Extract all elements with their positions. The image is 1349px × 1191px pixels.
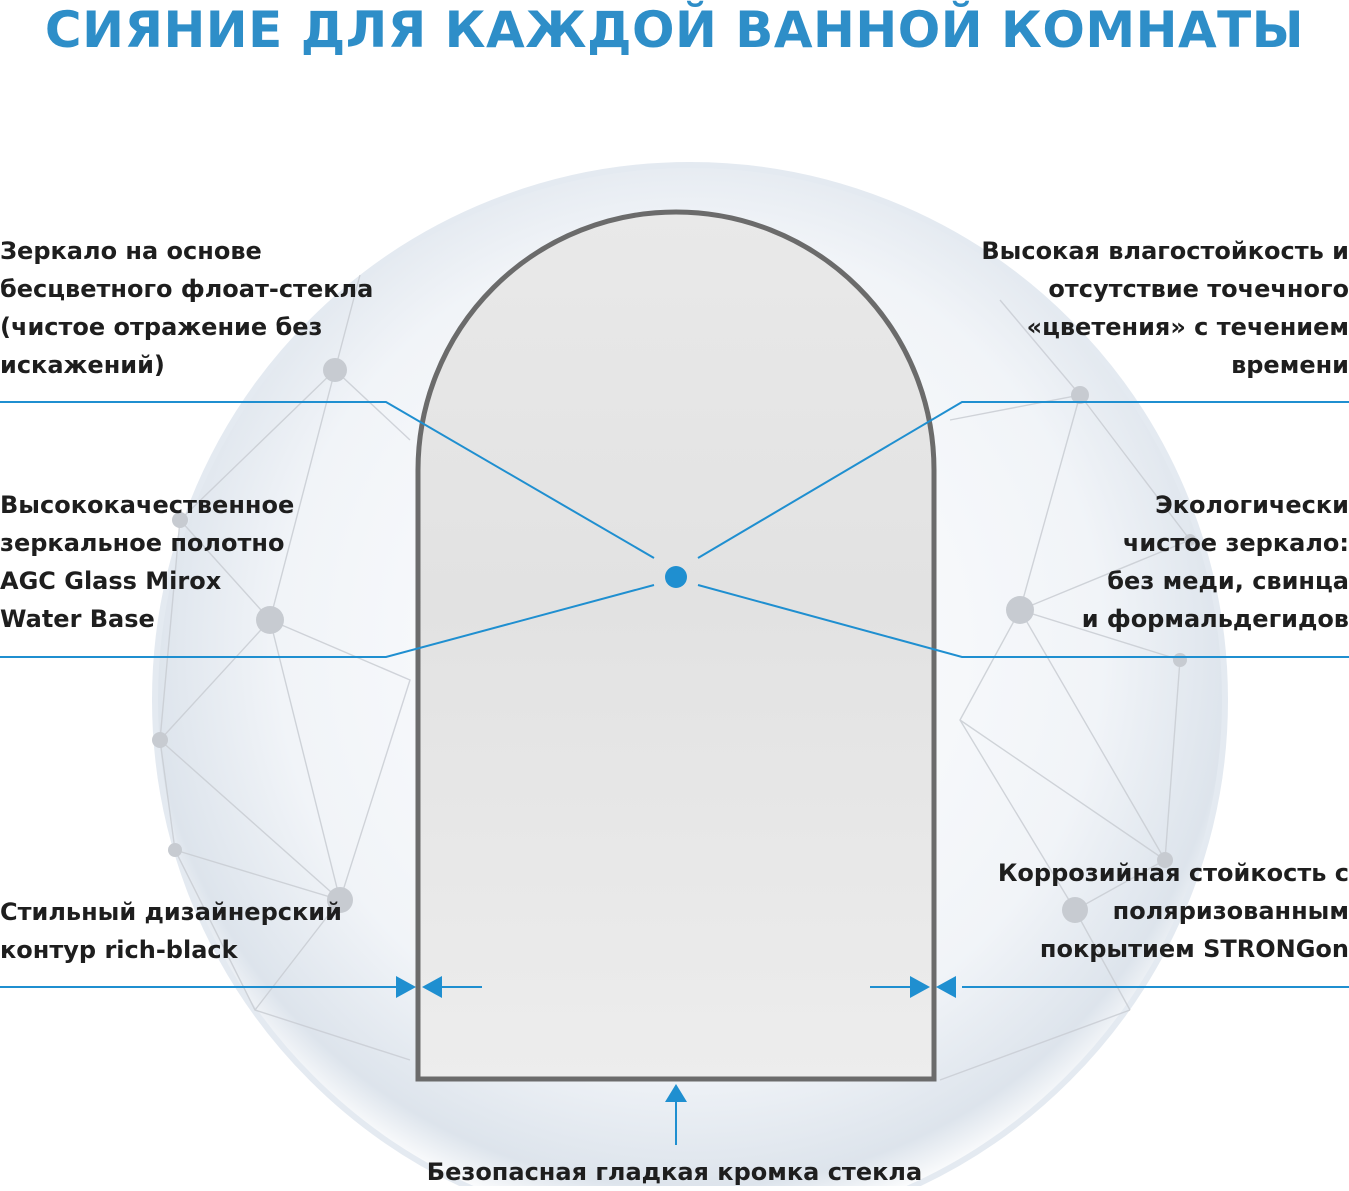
left-edge-arrows [396, 976, 482, 998]
annotation-agc-glass: Высококачественное зеркальное полотно AG… [0, 491, 295, 633]
page-title: СИЯНИЕ ДЛЯ КАЖДОЙ ВАННОЙ КОМНАТЫ [44, 1, 1305, 59]
annotation-rich-black-contour: Стильный дизайнерский контур rich-black [0, 898, 342, 964]
annotation-eco-mirror: Экологически чистое зеркало: без меди, с… [1081, 491, 1349, 633]
annotation-safe-edge: Безопасная гладкая кромка стекла [426, 1158, 923, 1186]
arched-mirror [415, 209, 937, 1082]
annotation-moisture-resistance: Высокая влагостойкость и отсутствие точе… [981, 237, 1349, 379]
callout-lines [0, 401, 1349, 988]
right-edge-arrows [870, 976, 956, 998]
annotation-corrosion-resistance: Коррозийная стойкость с поляризованным п… [997, 859, 1349, 963]
bottom-edge-arrow [665, 1084, 687, 1145]
annotation-float-glass: Зеркало на основе бесцветного флоат-стек… [0, 237, 374, 379]
center-dot [665, 566, 687, 588]
